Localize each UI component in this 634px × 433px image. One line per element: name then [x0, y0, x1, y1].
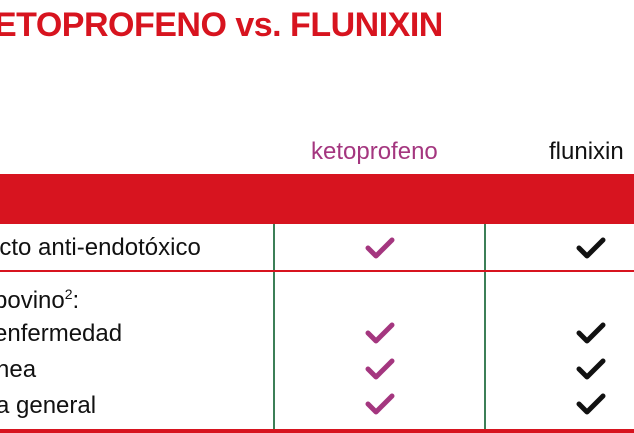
page-title: ETOPROFENO vs. FLUNIXIN [0, 6, 443, 44]
table-header-band [0, 174, 634, 224]
column-divider-1 [273, 224, 275, 429]
footnote-marker: 2 [64, 286, 73, 302]
row-label-enfermedad: enfermedad [0, 320, 123, 347]
row-divider [0, 270, 634, 272]
row-label-anti-endotoxic: ecto anti-endotóxico [0, 234, 201, 261]
table-bottom-border [0, 429, 634, 433]
column-header-ketoprofeno: ketoprofeno [311, 138, 438, 165]
check-icon [365, 237, 395, 259]
row-label-bovino-text: bovino [0, 287, 65, 314]
column-divider-2 [484, 224, 486, 429]
column-header-flunixin: flunixin [549, 138, 624, 165]
check-icon [576, 393, 606, 415]
row-label-nea: nea [0, 356, 37, 383]
row-label-general: a general [0, 392, 97, 419]
check-icon [365, 322, 395, 344]
check-icon [365, 358, 395, 380]
check-icon [365, 393, 395, 415]
check-icon [576, 322, 606, 344]
check-icon [576, 237, 606, 259]
check-icon [576, 358, 606, 380]
row-label-bovino: bovino2: [0, 286, 79, 315]
row-label-bovino-suffix: : [72, 287, 80, 314]
